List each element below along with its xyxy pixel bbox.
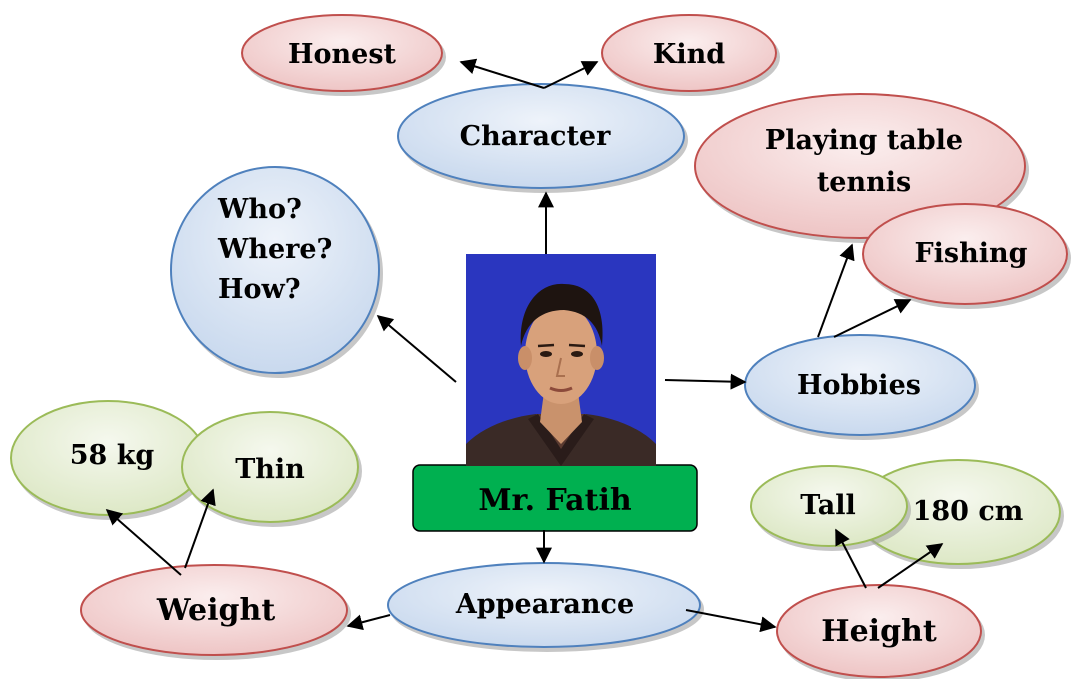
arrow-to-thin bbox=[184, 488, 216, 569]
node-thin-label: Thin bbox=[235, 454, 305, 485]
node-thin: Thin bbox=[181, 411, 359, 523]
node-honest: Honest bbox=[241, 14, 443, 92]
node-playing-table-tennis: Playing table tennis bbox=[694, 93, 1026, 239]
node-58kg-label: 58 kg bbox=[70, 440, 155, 471]
arrow-to-58kg bbox=[105, 508, 182, 576]
arrow-to-weight bbox=[346, 614, 391, 631]
question-how: How? bbox=[218, 274, 301, 305]
node-180cm-label: 180 cm bbox=[913, 496, 1024, 527]
arrow-to-kind bbox=[543, 61, 599, 89]
node-weight-label: Weight bbox=[156, 593, 276, 628]
node-fishing: Fishing bbox=[862, 203, 1068, 305]
node-tall: Tall bbox=[750, 465, 908, 547]
node-honest-label: Honest bbox=[288, 39, 397, 70]
node-tall-label: Tall bbox=[800, 490, 856, 521]
arrow-to-180cm bbox=[877, 543, 944, 589]
center-name-box: Mr. Fatih bbox=[412, 464, 698, 532]
arrow-to-height bbox=[685, 609, 777, 633]
arrow-to-hobbies bbox=[664, 373, 747, 390]
arrow-to-tall bbox=[835, 528, 867, 589]
node-58kg: 58 kg bbox=[10, 400, 206, 516]
node-questions: Who? Where? How? bbox=[170, 166, 380, 374]
node-weight: Weight bbox=[80, 564, 348, 656]
center-name-label: Mr. Fatih bbox=[478, 483, 631, 518]
arrow-to-honest bbox=[459, 58, 545, 89]
node-table-tennis-line2: tennis bbox=[817, 167, 911, 198]
node-character-label: Character bbox=[460, 121, 611, 152]
node-fishing-label: Fishing bbox=[914, 238, 1027, 269]
arrow-to-questions bbox=[376, 314, 457, 383]
arrow-to-fishing bbox=[833, 299, 912, 338]
question-who: Who? bbox=[217, 194, 302, 225]
node-height-label: Height bbox=[821, 614, 937, 649]
arrow-to-table-tennis bbox=[817, 243, 855, 338]
node-hobbies-label: Hobbies bbox=[797, 370, 921, 401]
node-table-tennis-line1: Playing table bbox=[765, 125, 963, 156]
node-appearance: Appearance bbox=[387, 562, 701, 648]
question-where: Where? bbox=[217, 234, 332, 265]
connector-arrows bbox=[105, 58, 944, 633]
node-appearance-label: Appearance bbox=[455, 589, 634, 620]
person-photo bbox=[466, 254, 656, 466]
portrait-image bbox=[466, 254, 656, 466]
node-hobbies: Hobbies bbox=[744, 334, 976, 436]
node-character: Character bbox=[397, 83, 685, 189]
node-height: Height bbox=[776, 584, 982, 678]
node-kind-label: Kind bbox=[653, 39, 725, 70]
node-kind: Kind bbox=[601, 14, 777, 92]
